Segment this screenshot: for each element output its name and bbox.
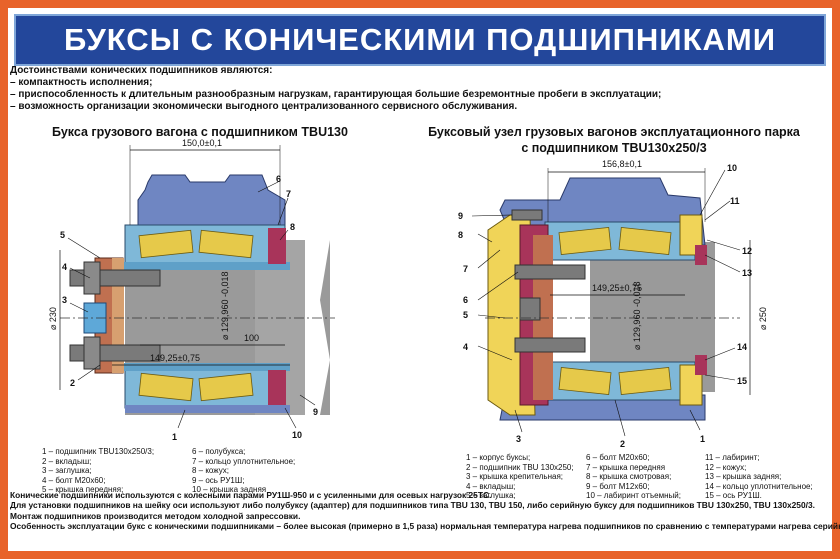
- right-roller: [558, 367, 612, 395]
- legend-item: 2 – подшипник TBU 130x250;: [466, 462, 574, 472]
- right-dim-top: 156,8±0,1: [602, 159, 642, 169]
- right-callout: 1: [700, 434, 705, 444]
- left-callout: 9: [313, 407, 318, 417]
- left-roller: [138, 229, 194, 259]
- legend-item: 5 – заглушка;: [466, 491, 516, 501]
- right-dim-bore: ⌀ 129,960 -0,018: [632, 282, 642, 350]
- intro-line: Достоинствами конических подшипников явл…: [10, 65, 273, 76]
- left-roller: [198, 372, 254, 402]
- left-callout: 6: [276, 174, 281, 184]
- right-subtitle-line: с подшипником TBU130x250/3: [521, 141, 707, 155]
- left-diagram: 150,0±0,1 149,25±0,75 100 ⌀ 129,960 -0,0…: [48, 138, 335, 442]
- left-roller: [138, 372, 194, 402]
- legend-item: 4 – вкладыш;: [466, 481, 516, 491]
- left-legend-col1: 1 – подшипник TBU130x250/3; 2 – вкладыш;…: [42, 447, 154, 495]
- right-diagram: 156,8±0,1 149,25±0,75 ⌀ 129,960 -0,018 ⌀…: [458, 159, 768, 449]
- legend-item: 2 – вкладыш;: [42, 456, 92, 466]
- right-callout: 3: [516, 434, 521, 444]
- right-callout: 13: [742, 268, 752, 278]
- right-callout: 8: [458, 230, 463, 240]
- legend-item: 4 – болт М20х60;: [42, 475, 106, 485]
- right-bolt: [514, 264, 586, 280]
- right-callout: 9: [458, 211, 463, 221]
- footer-line: Для установки подшипников на шейку оси и…: [10, 500, 815, 511]
- left-roller: [198, 229, 254, 259]
- left-dim-len: 100: [244, 333, 259, 343]
- right-callout: 2: [620, 439, 625, 449]
- legend-item: 8 – крышка смотровая;: [586, 472, 672, 482]
- right-roller: [618, 227, 672, 255]
- right-legend-col2: 6 – болт М20х60; 7 – крышка передняя 8 –…: [586, 453, 681, 501]
- legend-item: 1 – подшипник TBU130x250/3;: [42, 447, 155, 456]
- right-subtitle-line: Буксовый узел грузовых вагонов эксплуата…: [428, 125, 800, 139]
- legend-item: 10 – лабиринт отъемный;: [586, 491, 681, 501]
- right-callout: 10: [727, 163, 737, 173]
- left-callout: 2: [70, 378, 75, 388]
- right-dim-outer: ⌀ 250: [758, 307, 768, 330]
- left-dim-top: 150,0±0,1: [182, 138, 222, 148]
- left-callout: 7: [286, 189, 291, 199]
- right-bolt: [514, 337, 586, 353]
- left-subtitle: Букса грузового вагона с подшипником TBU…: [52, 125, 348, 139]
- legend-item: 7 – крышка передняя: [586, 462, 666, 472]
- legend-item: 9 – болт М12х60;: [586, 481, 650, 491]
- legend-item: 6 – полубукса;: [192, 447, 246, 456]
- right-dim-mid: 149,25±0,75: [592, 283, 642, 293]
- right-legend-col1: 1 – корпус буксы; 2 – подшипник TBU 130x…: [466, 453, 574, 501]
- title-banner: БУКСЫ С КОНИЧЕСКИМИ ПОДШИПНИКАМИ: [14, 14, 826, 66]
- left-seal-bottom: [268, 370, 286, 406]
- intro-text: Достоинствами конических подшипников явл…: [10, 65, 661, 113]
- left-dim-bore: ⌀ 129,960 -0,018: [220, 272, 230, 340]
- right-callout: 7: [463, 264, 468, 274]
- right-subtitle: Буксовый узел грузовых вагонов эксплуата…: [408, 124, 820, 156]
- right-callout: 15: [737, 376, 747, 386]
- page-title: БУКСЫ С КОНИЧЕСКИМИ ПОДШИПНИКАМИ: [64, 22, 776, 57]
- intro-line: – возможность организации экономически в…: [10, 101, 518, 112]
- legend-item: 13 – крышка задняя;: [705, 472, 782, 482]
- left-callout: 10: [292, 430, 302, 440]
- legend-item: 11 – лабиринт;: [705, 453, 760, 462]
- right-callout: 12: [742, 246, 752, 256]
- legend-item: 6 – болт М20х60;: [586, 453, 650, 462]
- legend-item: 7 – кольцо уплотнительное;: [192, 456, 296, 466]
- right-callout: 4: [463, 342, 468, 352]
- footer-notes: Конические подшипники используются с кол…: [10, 490, 840, 531]
- left-legend-col2: 6 – полубукса; 7 – кольцо уплотнительное…: [192, 447, 295, 495]
- left-callout: 8: [290, 222, 295, 232]
- right-callout: 11: [730, 196, 740, 206]
- left-dim-outer: ⌀ 230: [48, 307, 58, 330]
- right-legend-col3: 11 – лабиринт; 12 – кожух; 13 – крышка з…: [705, 453, 813, 501]
- right-callout: 5: [463, 310, 468, 320]
- left-callout: 3: [62, 295, 67, 305]
- left-dim-bottom: 149,25±0,75: [150, 353, 200, 363]
- left-seal-top: [268, 228, 286, 264]
- right-callout: 14: [737, 342, 747, 352]
- right-roller: [558, 227, 612, 255]
- footer-line: Монтаж подшипников производится методом …: [10, 510, 301, 521]
- intro-line: – приспособленность к длительным разнооб…: [10, 89, 662, 100]
- legend-item: 10 – крышка задняя: [192, 485, 267, 495]
- legend-item: 8 – кожух;: [192, 466, 229, 476]
- legend-item: 1 – корпус буксы;: [466, 453, 531, 462]
- left-callout: 1: [172, 432, 177, 442]
- footer-line: Конические подшипники используются с кол…: [10, 490, 492, 500]
- legend-item: 12 – кожух;: [705, 462, 747, 472]
- legend-item: 14 – кольцо уплотнительное;: [705, 481, 813, 491]
- legend-item: 5 – крышка передняя;: [42, 485, 124, 495]
- footer-line: Особенность эксплуатации букс с коническ…: [10, 520, 840, 531]
- legend-item: 3 – крышка крепительная;: [466, 472, 564, 482]
- legend-item: 3 – заглушка;: [42, 466, 92, 476]
- legend-item: 15 – ось РУ1Ш.: [705, 491, 762, 501]
- left-housing: [137, 174, 286, 231]
- legend-item: 9 – ось РУ1Ш;: [192, 475, 245, 485]
- right-callout: 6: [463, 295, 468, 305]
- left-callout: 4: [62, 262, 67, 272]
- left-callout: 5: [60, 230, 65, 240]
- right-roller: [618, 367, 672, 395]
- intro-line: – компактность исполнения;: [10, 77, 153, 88]
